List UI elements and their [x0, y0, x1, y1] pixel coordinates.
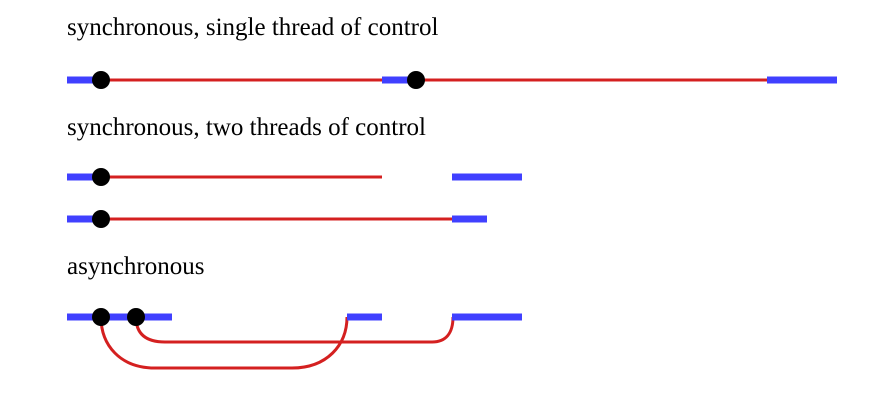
call-point [127, 308, 145, 326]
thread-sync-two-b [67, 210, 487, 228]
call-point [92, 308, 110, 326]
section-title-sync-two: synchronous, two threads of control [67, 114, 426, 141]
section-title-async: asynchronous [67, 253, 204, 280]
call-point [407, 71, 425, 89]
thread-sync-two-a [67, 168, 522, 186]
thread-sync-single [67, 71, 837, 89]
call-point [92, 168, 110, 186]
section-title-sync-single: synchronous, single thread of control [67, 14, 439, 41]
callback-arc-inner [134, 316, 455, 344]
thread-async [67, 308, 522, 370]
call-point [92, 71, 110, 89]
call-point [92, 210, 110, 228]
